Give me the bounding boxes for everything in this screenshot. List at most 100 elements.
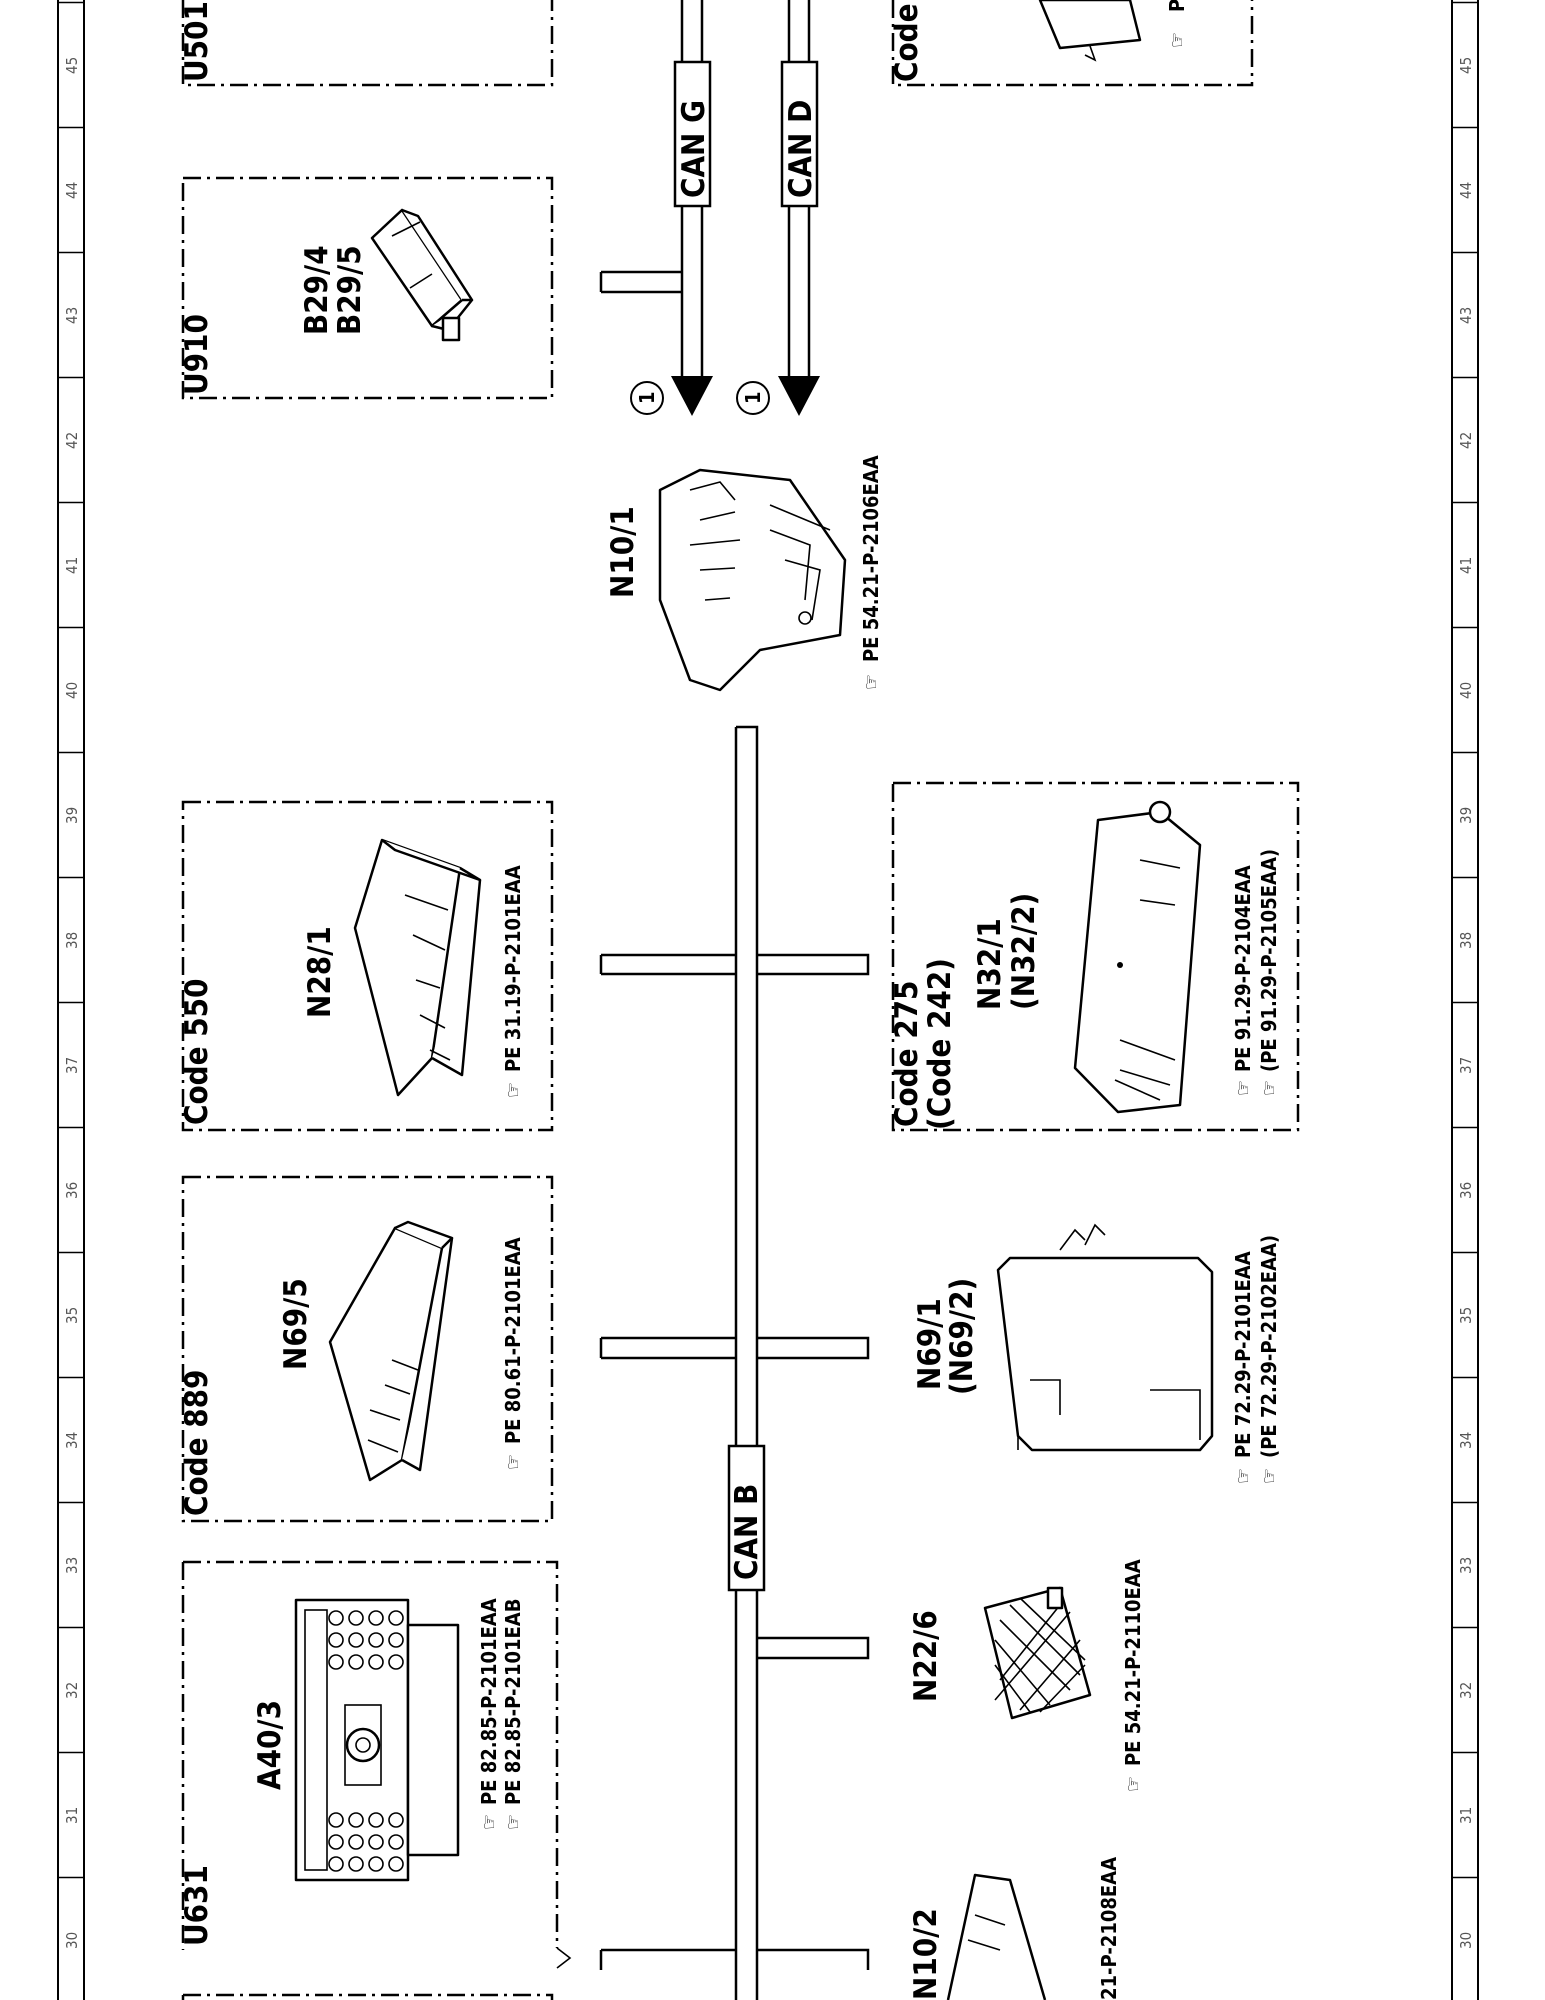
n10-2-label: N10/2 [908,1908,944,2000]
ruler-tick-label: 38 [1457,932,1475,949]
ruler-tick-label: 34 [1457,1432,1475,1449]
can-g-marker: 1 [635,391,659,404]
n69-1-ref1: PE 72.29-P-2101EAA [1231,1251,1255,1458]
a40-3-ref1: PE 82.85-P-2101EAA [477,1598,501,1805]
b29-label1: B29/4 [299,245,335,335]
radio-button-hole [388,1654,404,1670]
ruler-tick-label: 44 [63,182,81,199]
n69-1-ref1-icon: ☞ [1231,1468,1255,1484]
a40-3-label: A40/3 [252,1700,288,1790]
box-u501: U501 [179,0,554,87]
top-right-ref-icon: ☞ [1165,32,1189,48]
ruler-tick-label: 31 [1457,1807,1475,1824]
ruler-tick-label: 45 [63,57,81,74]
n28-1-label: N28/1 [302,926,338,1018]
box-u910: U910 [179,176,554,400]
n22-6-ref: PE 54.21-P-2110EAA [1121,1559,1145,1766]
radio-button-hole [348,1632,364,1648]
n10-1-ref: PE 54.21-P-2106EAA [859,455,883,662]
component-b29: B29/4 B29/5 [299,208,474,342]
radio-button-grid [328,1610,404,1872]
n32-1-label1: N32/1 [972,918,1008,1010]
radio-button-hole [328,1856,344,1872]
ruler-tick-label: 38 [63,932,81,949]
component-n10-2: N10/2 21-P-2108EAA [908,1857,1121,2000]
radio-button-hole [348,1812,364,1828]
component-a40-3: A40/3 ☞ PE 82.85-P-2101EAA ☞ PE 82.85-P-… [252,1598,525,1882]
radio-button-hole [368,1632,384,1648]
box-code275-label1: Code 275 [889,981,925,1127]
box-code550-label: Code 550 [179,979,215,1125]
component-n22-6: N22/6 ☞ PE 54.21-P-2110EAA [908,1559,1145,1792]
component-n28-1: N28/1 ☞ PE 31.19-P-2101EAA [302,838,525,1098]
top-right-ref: P [1165,0,1189,12]
can-b-bus [599,725,870,2000]
can-d-bus: 1 CAN D [736,0,820,416]
radio-button-hole [388,1610,404,1626]
b29-label2: B29/5 [332,245,368,335]
box-code-top-right: Code [889,0,1254,87]
n32-1-ref2-icon: ☞ [1257,1080,1281,1096]
ruler-tick-label: 41 [63,557,81,574]
page-frame [57,0,1479,2000]
ruler-tick-label: 35 [63,1307,81,1324]
radio-button-hole [368,1812,384,1828]
radio-button-hole [368,1834,384,1850]
n69-1-label2: (N69/2) [944,1278,980,1395]
ruler-tick-label: 36 [1457,1182,1475,1199]
component-n10-1: N10/1 ☞ PE 54.21-P-2106EAA [605,455,883,692]
radio-button-hole [328,1834,344,1850]
radio-button-hole [328,1654,344,1670]
can-b-tag: CAN B [727,1444,766,1592]
n69-5-ref: PE 80.61-P-2101EAA [501,1237,525,1444]
ruler-tick-label: 37 [1457,1057,1475,1074]
ruler-tick-label: 30 [1457,1932,1475,1949]
ruler-tick-label: 40 [63,682,81,699]
radio-button-hole [348,1856,364,1872]
ruler-tick-label: 40 [1457,682,1475,699]
ruler-tick-label: 39 [1457,807,1475,824]
a40-3-ref1-icon: ☞ [477,1814,501,1830]
box-code275-label2: (Code 242) [922,958,958,1130]
can-d-marker: 1 [741,391,765,404]
n69-5-ref-icon: ☞ [501,1454,525,1470]
component-n32-1: N32/1 (N32/2) ☞ PE 91.29-P-2104EAA ☞ (PE… [972,800,1281,1114]
ruler-tick-label: 31 [63,1807,81,1824]
component-top-right: ☞ P [1038,0,1189,62]
ruler-tick-label: 35 [1457,1307,1475,1324]
box-code275: Code 275 (Code 242) [889,781,1300,1132]
radio-button-hole [328,1632,344,1648]
radio-button-hole [388,1632,404,1648]
radio-button-hole [368,1610,384,1626]
radio-button-hole [388,1812,404,1828]
component-n69-5: N69/5 ☞ PE 80.61-P-2101EAA [278,1220,525,1482]
box-u910-label: U910 [179,314,215,395]
can-d-label: CAN D [783,100,819,198]
n28-1-ref: PE 31.19-P-2101EAA [501,865,525,1072]
ruler-tick-label: 37 [63,1057,81,1074]
a40-3-ref2-icon: ☞ [501,1814,525,1830]
ruler-tick-label: 34 [63,1432,81,1449]
n32-1-ref1-icon: ☞ [1231,1080,1255,1096]
n32-1-ref1: PE 91.29-P-2104EAA [1231,865,1255,1072]
ruler-tick-label: 33 [63,1557,81,1574]
n69-5-label: N69/5 [278,1278,314,1370]
ruler-tick-label: 36 [63,1182,81,1199]
ruler-tick-label: 30 [63,1932,81,1949]
radio-button-hole [348,1610,364,1626]
radio-button-hole [388,1834,404,1850]
radio-button-hole [348,1654,364,1670]
radio-button-hole [388,1856,404,1872]
n22-6-ref-icon: ☞ [1121,1776,1145,1792]
ruler-tick-label: 45 [1457,57,1475,74]
can-b-label: CAN B [729,1484,765,1580]
n32-1-ref2: (PE 91.29-P-2105EAA) [1257,849,1281,1072]
box-code889-label: Code 889 [179,1370,215,1516]
ruler-tick-label: 42 [63,432,81,449]
radio-button-hole [348,1834,364,1850]
n32-1-label2: (N32/2) [1006,893,1042,1010]
box-u631-label: U631 [179,1865,215,1946]
n10-1-ref-icon: ☞ [859,674,883,690]
